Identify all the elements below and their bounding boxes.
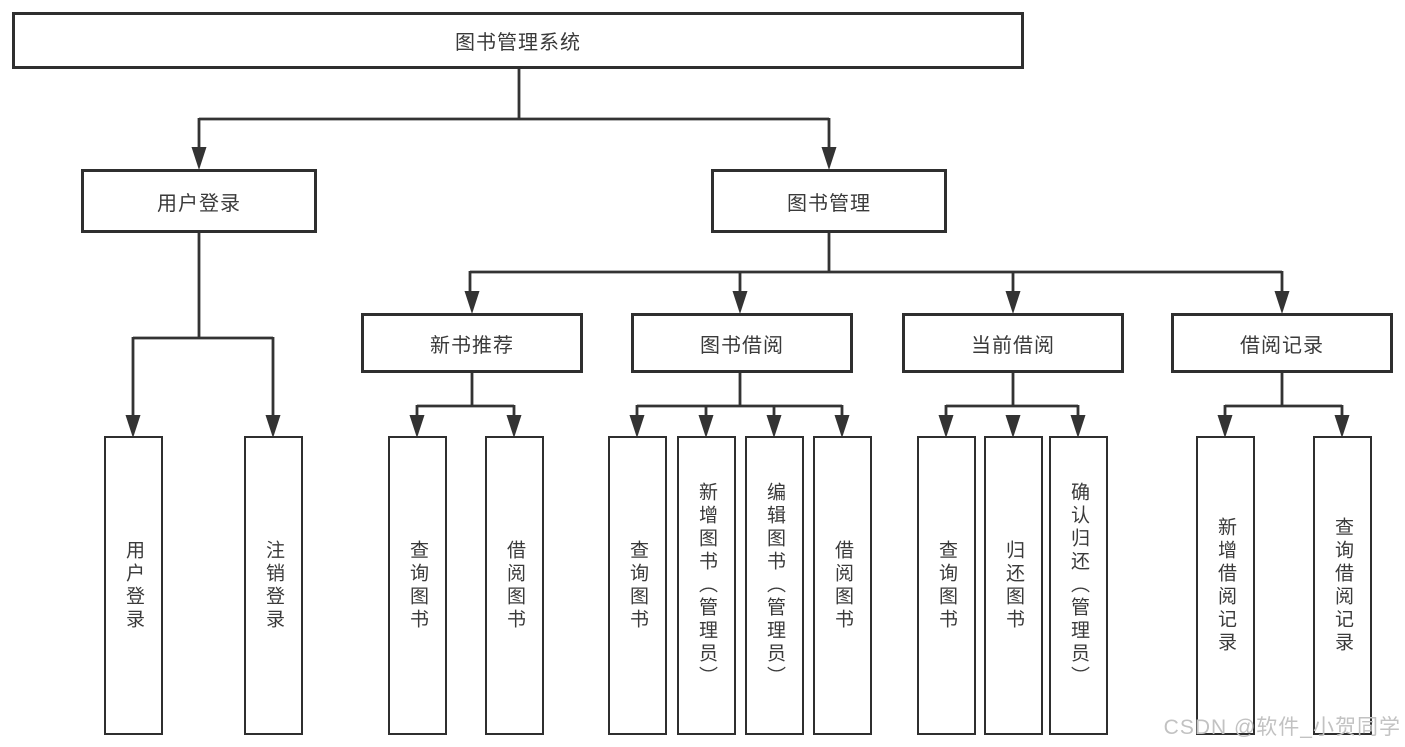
leaf-query-books-2: 查询图书 bbox=[608, 436, 667, 735]
node-label: 图书管理 bbox=[787, 192, 871, 215]
node-library-management-system: 图书管理系统 bbox=[12, 12, 1024, 69]
node-label: 编辑图书（管理员） bbox=[764, 482, 785, 689]
leaf-add-books-admin: 新增图书（管理员） bbox=[677, 436, 736, 735]
node-label: 借阅图书 bbox=[504, 539, 525, 632]
node-label: 借阅图书 bbox=[832, 539, 853, 632]
leaf-query-borrow-record: 查询借阅记录 bbox=[1313, 436, 1372, 735]
node-label: 用户登录 bbox=[123, 539, 144, 632]
leaf-user-login: 用户登录 bbox=[104, 436, 163, 735]
leaf-return-books: 归还图书 bbox=[984, 436, 1043, 735]
node-label: 新书推荐 bbox=[430, 334, 514, 357]
leaf-borrow-books-1: 借阅图书 bbox=[485, 436, 544, 735]
node-label: 查询图书 bbox=[407, 539, 428, 632]
node-label: 借阅记录 bbox=[1240, 334, 1324, 357]
node-label: 当前借阅 bbox=[971, 334, 1055, 357]
node-label: 新增借阅记录 bbox=[1215, 516, 1236, 655]
node-label: 查询图书 bbox=[936, 539, 957, 632]
node-book-borrowing: 图书借阅 bbox=[631, 313, 853, 373]
leaf-edit-books-admin: 编辑图书（管理员） bbox=[745, 436, 804, 735]
leaf-add-borrow-record: 新增借阅记录 bbox=[1196, 436, 1255, 735]
leaf-logout: 注销登录 bbox=[244, 436, 303, 735]
node-label: 新增图书（管理员） bbox=[696, 482, 717, 689]
node-label: 用户登录 bbox=[157, 192, 241, 215]
node-user-login: 用户登录 bbox=[81, 169, 317, 233]
leaf-query-books-3: 查询图书 bbox=[917, 436, 976, 735]
csdn-watermark: CSDN @软件_小贺同学 bbox=[1163, 716, 1401, 739]
node-label: 归还图书 bbox=[1003, 539, 1024, 632]
node-borrowing-records: 借阅记录 bbox=[1171, 313, 1393, 373]
node-label: 查询图书 bbox=[627, 539, 648, 632]
node-new-book-recommendation: 新书推荐 bbox=[361, 313, 583, 373]
leaf-confirm-return-admin: 确认归还（管理员） bbox=[1049, 436, 1108, 735]
node-book-management: 图书管理 bbox=[711, 169, 947, 233]
arrowheads bbox=[125, 147, 1350, 438]
node-label: 图书管理系统 bbox=[455, 32, 581, 54]
node-label: 图书借阅 bbox=[700, 334, 784, 357]
node-label: 确认归还（管理员） bbox=[1068, 482, 1089, 689]
leaf-borrow-books-2: 借阅图书 bbox=[813, 436, 872, 735]
node-label: 查询借阅记录 bbox=[1332, 516, 1353, 655]
node-label: 注销登录 bbox=[263, 539, 284, 632]
node-current-borrowing: 当前借阅 bbox=[902, 313, 1124, 373]
leaf-query-books-1: 查询图书 bbox=[388, 436, 447, 735]
